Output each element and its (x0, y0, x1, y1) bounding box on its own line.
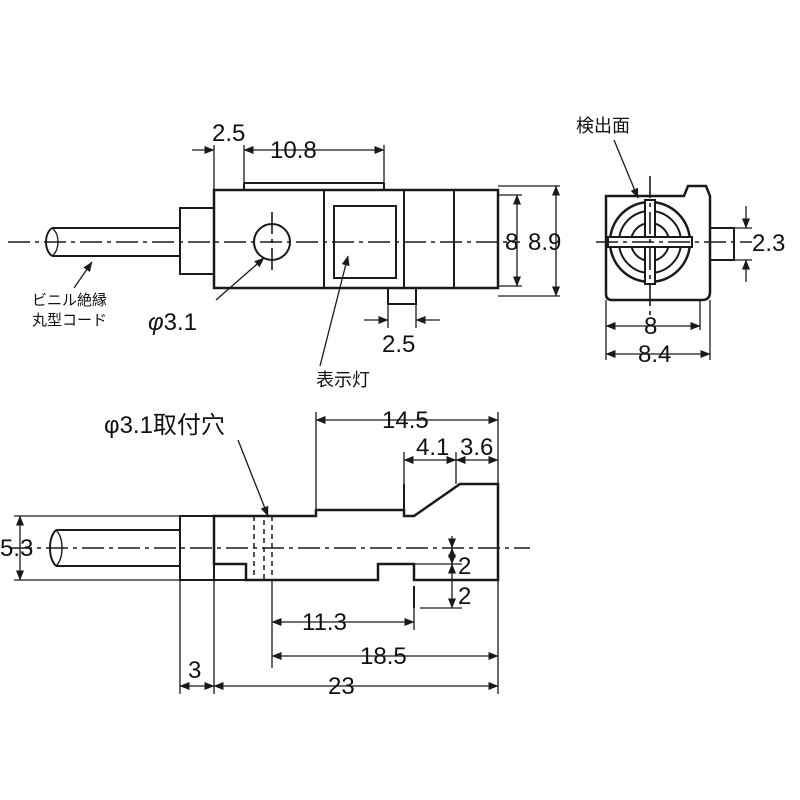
dim-3-6: 3.6 (460, 434, 493, 461)
side-view: φ3.1取付穴 14.5 4.1 3.6 5.3 2 2 11.3 (0, 407, 530, 700)
dim-23: 23 (328, 673, 355, 700)
dim-5-3: 5.3 (0, 535, 33, 562)
dim-2-3: 2.3 (752, 230, 785, 257)
hole-dia-label: φ3.1 (148, 309, 197, 336)
dim-2-5-top: 2.5 (212, 120, 245, 147)
dim-11-3: 11.3 (302, 609, 347, 636)
cable-label-line2: 丸型コード (32, 311, 107, 329)
dim-2-5-tab: 2.5 (382, 331, 415, 358)
bottom-tab (387, 287, 417, 305)
dim-8-width: 8 (644, 313, 657, 340)
dim-2-upper: 2 (458, 553, 471, 580)
dim-2-lower: 2 (458, 583, 471, 610)
cable-label-line1: ビニル絶縁 (32, 291, 107, 309)
top-view: 2.5 10.8 8 8.9 2.5 ビニル絶縁 丸型コード φ3.1 表示灯 (8, 120, 561, 391)
sensor-body-side (212, 482, 500, 582)
phi-symbol: φ (148, 309, 164, 336)
cable-boot (179, 207, 215, 275)
dim-8-4-width: 8.4 (638, 341, 671, 368)
front-view: 検出面 2.3 8 8.4 (576, 116, 785, 368)
dim-4-1: 4.1 (416, 434, 449, 461)
sensor-body-top (212, 188, 500, 290)
dim-18-5: 18.5 (360, 643, 407, 670)
hole-dia-value: 3.1 (164, 309, 197, 336)
front-side-tab (709, 227, 735, 261)
dim-10-8: 10.8 (270, 137, 317, 164)
dim-3: 3 (188, 657, 201, 684)
indicator-label: 表示灯 (316, 370, 370, 391)
mount-hole-label: φ3.1取付穴 (104, 412, 225, 439)
dim-14-5: 14.5 (382, 407, 429, 434)
dim-8-9-height: 8.9 (528, 229, 561, 256)
sensing-face-label: 検出面 (576, 116, 630, 137)
dim-8-height: 8 (505, 229, 518, 256)
cable-side (49, 529, 180, 567)
